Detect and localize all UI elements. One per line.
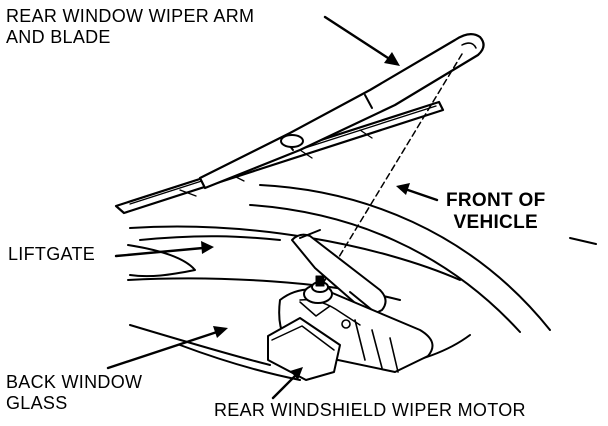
label-glass-line2: GLASS	[6, 393, 68, 413]
label-wiper-arm: REAR WINDOW WIPER ARM AND BLADE	[6, 6, 254, 48]
leader-wiper-motor	[271, 367, 303, 400]
wiper-arm	[198, 33, 485, 190]
label-wiper-motor-text: REAR WINDSHIELD WIPER MOTOR	[214, 400, 526, 420]
label-wiper-arm-line2: AND BLADE	[6, 27, 111, 47]
leader-front-of-vehicle	[396, 183, 439, 202]
label-front-line1: FRONT OF	[446, 190, 546, 211]
label-front-of-vehicle: FRONT OF VEHICLE	[446, 190, 546, 234]
leader-wiper-arm	[323, 15, 400, 66]
leader-liftgate	[114, 241, 214, 258]
wiper-arm-and-blade	[114, 33, 485, 215]
label-liftgate-text: LIFTGATE	[8, 244, 96, 264]
label-glass-line1: BACK WINDOW	[6, 372, 143, 392]
wiper-motor	[267, 275, 434, 381]
label-liftgate: LIFTGATE	[8, 244, 95, 265]
alignment-line	[321, 53, 463, 286]
label-wiper-arm-line1: REAR WINDOW WIPER ARM	[6, 6, 255, 26]
label-back-window-glass: BACK WINDOW GLASS	[6, 372, 142, 414]
leader-back-window-glass	[106, 326, 228, 370]
label-wiper-motor: REAR WINDSHIELD WIPER MOTOR	[214, 400, 526, 421]
label-front-line2: VEHICLE	[453, 212, 538, 233]
motor-bracket	[291, 229, 387, 317]
